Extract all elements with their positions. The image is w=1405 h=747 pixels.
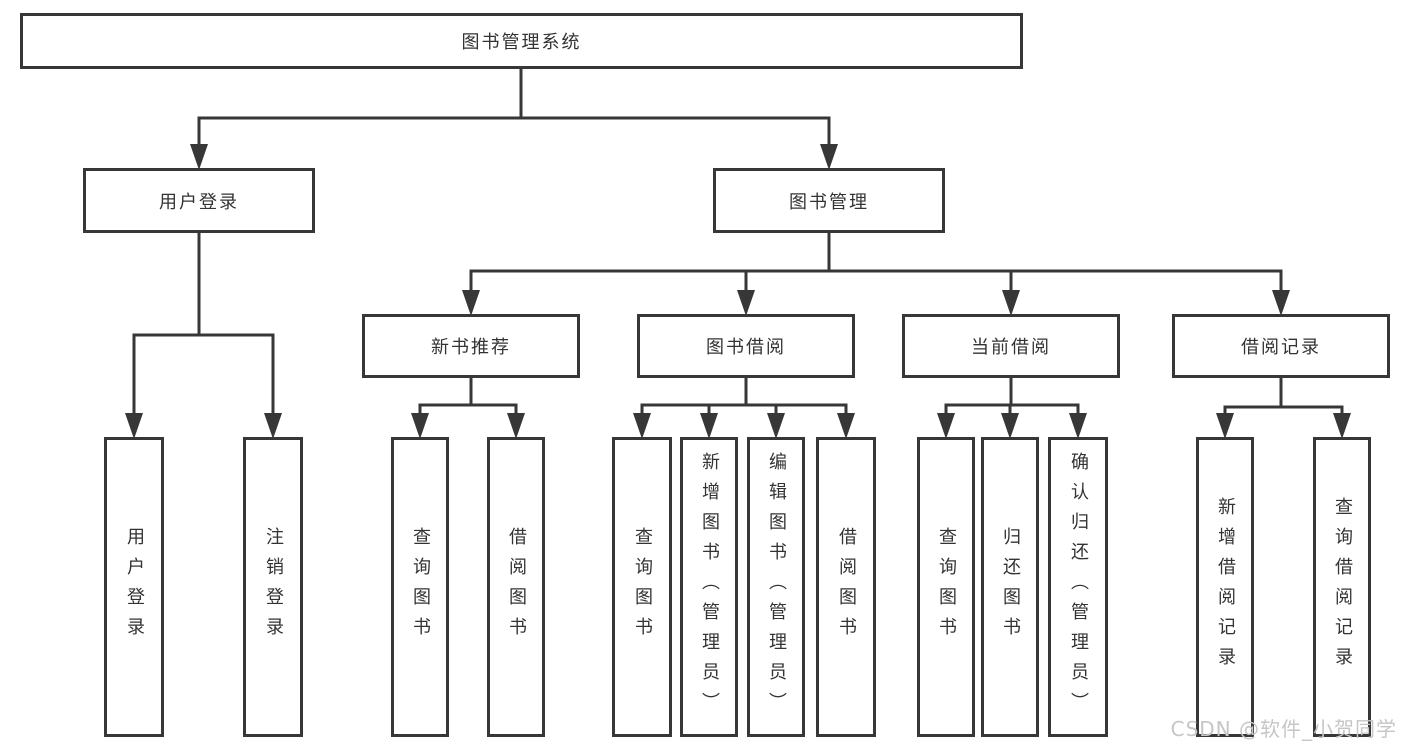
leaf-query-borrow-record: 查询借阅记录	[1313, 437, 1371, 737]
node-label: 借阅图书	[506, 527, 527, 647]
leaf-confirm-return-admin: 确认归还（管理员）	[1048, 437, 1108, 737]
leaf-query-books-recommend: 查询图书	[391, 437, 449, 737]
node-current-borrow: 当前借阅	[902, 314, 1120, 378]
node-new-book-recommend: 新书推荐	[362, 314, 580, 378]
node-label: 注销登录	[263, 527, 284, 647]
csdn-watermark: CSDN @软件_小贺同学	[1170, 717, 1397, 741]
node-book-management: 图书管理	[713, 168, 945, 233]
node-label: 新书推荐	[431, 337, 511, 358]
leaf-logout: 注销登录	[243, 437, 303, 737]
node-label: 新增借阅记录	[1215, 497, 1236, 677]
leaf-query-books-borrow: 查询图书	[612, 437, 672, 737]
node-label: 图书借阅	[706, 337, 786, 358]
node-label: 借阅记录	[1241, 337, 1321, 358]
node-label: 查询图书	[632, 527, 653, 647]
node-label: 用户登录	[124, 527, 145, 647]
node-label: 编辑图书（管理员）	[766, 452, 787, 722]
node-label: 用户登录	[159, 191, 239, 213]
node-label: 图书管理	[789, 191, 869, 213]
node-label: 确认归还（管理员）	[1068, 452, 1089, 722]
node-label: 查询借阅记录	[1332, 497, 1353, 677]
node-label: 图书管理系统	[461, 32, 582, 53]
node-user-login: 用户登录	[83, 168, 315, 233]
node-label: 当前借阅	[971, 337, 1051, 358]
leaf-query-books-current: 查询图书	[917, 437, 975, 737]
node-label: 查询图书	[936, 527, 957, 647]
node-book-borrow: 图书借阅	[637, 314, 855, 378]
leaf-borrow-books-recommend: 借阅图书	[487, 437, 545, 737]
node-label: 新增图书（管理员）	[699, 452, 720, 722]
leaf-add-borrow-record: 新增借阅记录	[1196, 437, 1254, 737]
node-library-management-system: 图书管理系统	[20, 13, 1023, 69]
leaf-user-login: 用户登录	[104, 437, 164, 737]
leaf-borrow-books: 借阅图书	[816, 437, 876, 737]
node-label: 借阅图书	[836, 527, 857, 647]
leaf-return-books: 归还图书	[981, 437, 1039, 737]
node-label: 归还图书	[1000, 527, 1021, 647]
node-label: 查询图书	[410, 527, 431, 647]
node-borrow-records: 借阅记录	[1172, 314, 1390, 378]
leaf-edit-books-admin: 编辑图书（管理员）	[747, 437, 805, 737]
leaf-add-books-admin: 新增图书（管理员）	[680, 437, 738, 737]
